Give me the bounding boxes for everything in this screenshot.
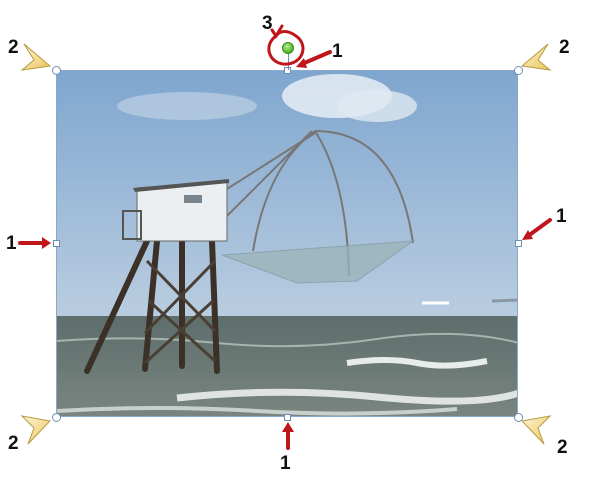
red-arrow-icon <box>18 237 51 249</box>
corner-handle-top-left[interactable] <box>52 66 61 75</box>
rotation-handle-number: 3 <box>262 13 273 34</box>
side-handle-number-bottom: 1 <box>280 453 291 474</box>
corner-handle-top-right[interactable] <box>514 66 523 75</box>
side-handle-left[interactable] <box>53 240 60 247</box>
yellow-triangle-pointer-icon <box>520 415 552 445</box>
corner-handle-number-top-right: 2 <box>559 37 570 58</box>
side-handle-number-left: 1 <box>6 233 17 254</box>
yellow-triangle-pointer-icon <box>20 43 52 71</box>
corner-handle-number-bottom-right: 2 <box>557 437 568 458</box>
corner-handle-bottom-right[interactable] <box>514 413 523 422</box>
side-handle-bottom[interactable] <box>284 414 291 421</box>
red-arrow-icon <box>522 218 552 240</box>
yellow-triangle-pointer-icon <box>20 415 52 445</box>
rotation-handle-stem <box>288 52 289 70</box>
side-handle-top[interactable] <box>284 67 291 74</box>
red-arrow-icon <box>296 50 332 68</box>
fishing-hut-photo <box>57 71 517 416</box>
red-rotation-circle-icon <box>267 24 305 66</box>
yellow-triangle-pointer-icon <box>520 43 552 71</box>
rotation-handle[interactable] <box>282 42 294 54</box>
side-handle-number-right: 1 <box>556 206 567 227</box>
red-arrow-icon <box>282 422 294 450</box>
corner-handle-number-top-left: 2 <box>8 37 19 58</box>
selected-picture[interactable] <box>56 70 518 417</box>
corner-handle-number-bottom-left: 2 <box>8 433 19 454</box>
side-handle-number-top: 1 <box>332 41 343 62</box>
side-handle-right[interactable] <box>515 240 522 247</box>
corner-handle-bottom-left[interactable] <box>52 413 61 422</box>
